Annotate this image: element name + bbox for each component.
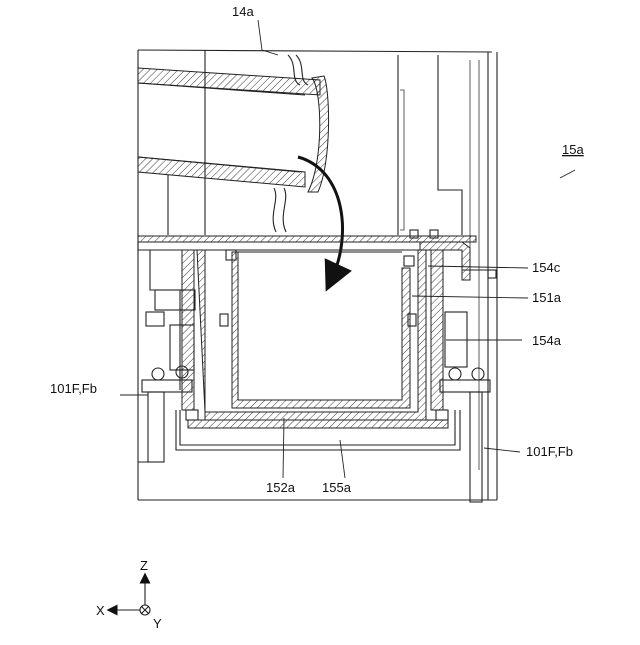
- axis-label-y: Y: [153, 616, 162, 631]
- label-101f-left: 101F,Fb: [50, 381, 97, 396]
- axis-label-x: X: [96, 603, 105, 618]
- axis-label-z: Z: [140, 558, 148, 573]
- coordinate-axes: Z X Y: [96, 558, 162, 631]
- label-101f-right: 101F,Fb: [526, 444, 573, 459]
- label-151a: 151a: [532, 290, 562, 305]
- label-152a: 152a: [266, 480, 296, 495]
- label-154a: 154a: [532, 333, 562, 348]
- label-14a: 14a: [232, 4, 254, 19]
- label-154c: 154c: [532, 260, 561, 275]
- label-155a: 155a: [322, 480, 352, 495]
- container-151a: [197, 250, 426, 420]
- label-15a: 15a: [562, 142, 584, 157]
- pipe-14a: [138, 55, 329, 232]
